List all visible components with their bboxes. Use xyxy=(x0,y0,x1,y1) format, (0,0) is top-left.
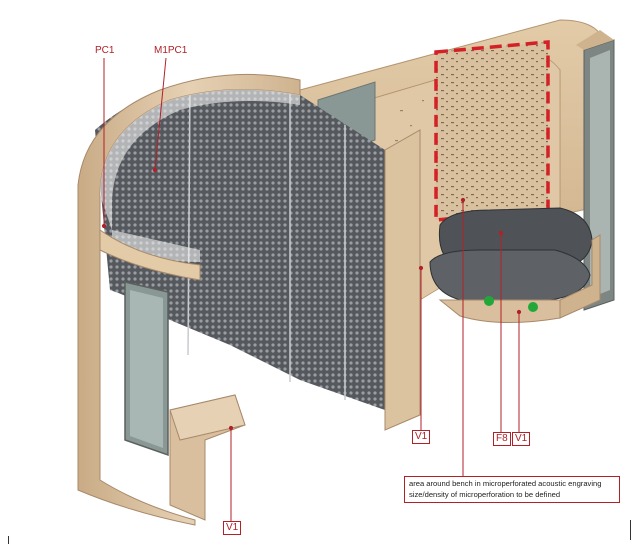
led-light-right xyxy=(528,302,538,312)
margin-mark-left xyxy=(8,536,9,544)
margin-mark-right xyxy=(630,520,631,540)
label-pc1: PC1 xyxy=(93,45,117,57)
engraving-note-box: area around bench in microperforated aco… xyxy=(404,476,620,503)
front-counter xyxy=(169,394,246,521)
left-cylinder-shell xyxy=(77,73,301,526)
label-v1-right: V1 xyxy=(512,432,531,446)
left-window xyxy=(124,281,169,457)
note-line-1: area around bench in microperforated aco… xyxy=(409,479,602,488)
label-v1-center: V1 xyxy=(412,430,431,444)
bench xyxy=(429,207,601,324)
leader-lines xyxy=(101,57,522,521)
led-light-left xyxy=(484,296,494,306)
microperforated-area xyxy=(434,40,550,222)
label-m1pc1: M1PC1 xyxy=(152,45,190,57)
note-line-2: size/density of microperforation to be d… xyxy=(409,489,561,499)
label-f8: F8 xyxy=(493,432,511,446)
center-pillar xyxy=(384,129,421,431)
label-v1-bottom: V1 xyxy=(223,521,242,535)
perforated-curved-wall xyxy=(95,79,385,410)
